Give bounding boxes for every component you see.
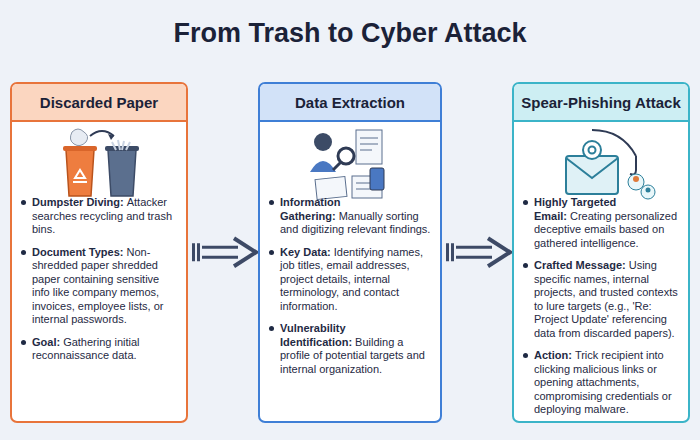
- bullet-item: Vulnerability Identification:Building a …: [280, 322, 432, 376]
- panel-header: Discarded Paper: [12, 84, 186, 122]
- bullet-dot: [21, 340, 26, 345]
- bullet-dot: [523, 263, 528, 268]
- bullet-item: Dumpster Diving:Attacker searches recycl…: [32, 196, 178, 237]
- panel-heading: Spear-Phishing Attack: [521, 94, 680, 111]
- bullet-dot: [523, 200, 528, 205]
- bullet-lead: Action:: [534, 349, 572, 361]
- bullet-lead: Key Data:: [280, 246, 331, 258]
- bullet-item: Highly Targeted Email:Creating personali…: [534, 196, 680, 250]
- stage-panel: Data ExtractionInformation Gathering:Man…: [258, 82, 442, 423]
- bullet-item: Crafted Message:Using specific names, in…: [534, 259, 680, 340]
- bullet-lead: Document Types:: [32, 246, 123, 258]
- bullet-dot: [269, 250, 274, 255]
- bullet-item: Document Types:Non-shredded paper shredd…: [32, 246, 178, 327]
- panel-header: Spear-Phishing Attack: [514, 84, 688, 122]
- bullet-item: Action:Trick recipient into clicking mal…: [534, 349, 680, 417]
- stage-panel: Discarded PaperDumpster Diving:Attacker …: [10, 82, 188, 423]
- panel-heading: Discarded Paper: [40, 94, 158, 111]
- analyst-icon: [260, 124, 440, 200]
- bullet-lead: Vulnerability Identification:: [280, 322, 352, 348]
- bullet-dot: [21, 250, 26, 255]
- bullet-dot: [269, 326, 274, 331]
- bullet-dot: [523, 353, 528, 358]
- bullet-lead: Information Gathering:: [280, 196, 341, 222]
- stage-panel: Spear-Phishing AttackHighly Targeted Ema…: [512, 82, 690, 423]
- phishing-email-icon: [514, 124, 688, 200]
- panel-heading: Data Extraction: [295, 94, 405, 111]
- diagram-title: From Trash to Cyber Attack: [0, 18, 700, 49]
- bullet-dot: [21, 200, 26, 205]
- bullet-item: Information Gathering:Manually sorting a…: [280, 196, 432, 237]
- bullet-item: Goal:Gathering initial reconnaissance da…: [32, 336, 178, 363]
- trash-bins-icon: [12, 124, 186, 200]
- bullet-lead: Crafted Message:: [534, 259, 626, 271]
- flow-arrow: [446, 238, 510, 266]
- bullet-lead: Dumpster Diving:: [32, 196, 124, 208]
- flow-arrow: [192, 238, 256, 266]
- bullet-lead: Goal:: [32, 336, 60, 348]
- bullet-dot: [269, 200, 274, 205]
- bullet-item: Key Data:Identifying names, job titles, …: [280, 246, 432, 314]
- panel-header: Data Extraction: [260, 84, 440, 122]
